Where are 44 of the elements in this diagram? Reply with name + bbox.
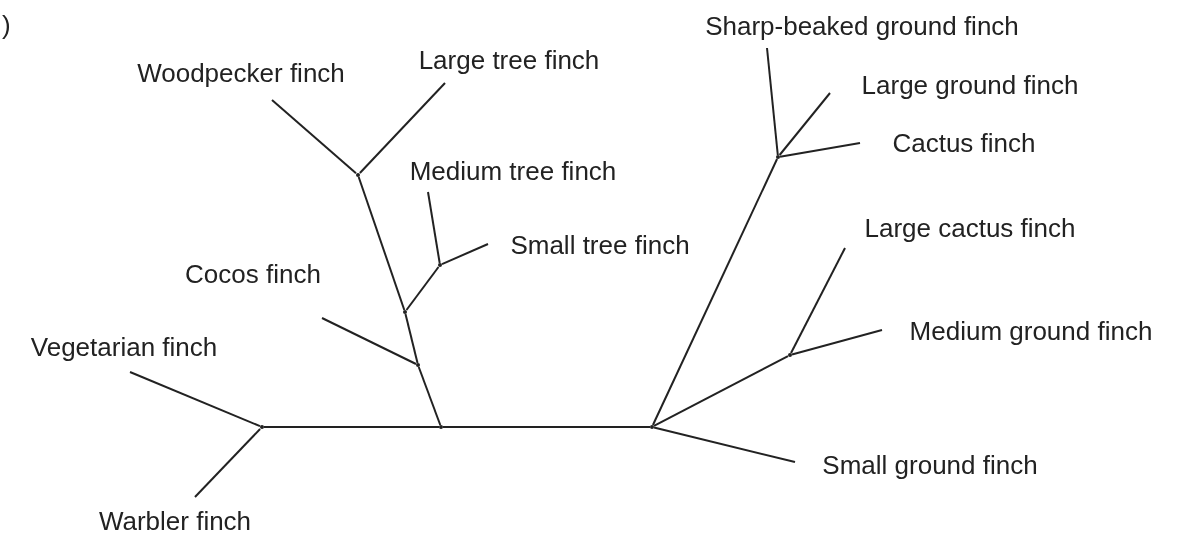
species-label: Large tree finch [402, 42, 616, 78]
panel-letter: ) [2, 10, 11, 41]
branch-point [438, 263, 442, 267]
branch-point [416, 363, 420, 367]
tree-branch [766, 47, 779, 156]
branch-point [356, 173, 360, 177]
species-label: Cocos finch [172, 256, 334, 292]
tree-branch [271, 99, 357, 175]
species-label: Small tree finch [493, 227, 707, 263]
branch-point [403, 310, 407, 314]
species-label: Vegetarian finch [14, 329, 234, 365]
tree-branch [790, 247, 846, 354]
species-label: Woodpecker finch [118, 55, 364, 91]
tree-branch [129, 371, 261, 428]
species-label: Small ground finch [801, 447, 1059, 483]
tree-branch [358, 82, 446, 174]
tree-branch [357, 176, 406, 311]
tree-branch [651, 158, 779, 426]
tree-branch [441, 243, 489, 266]
tree-branch [194, 428, 262, 498]
tree-branch [779, 142, 861, 158]
species-label: Large cactus finch [845, 210, 1095, 246]
tree-branch [405, 266, 440, 311]
species-label: Sharp-beaked ground finch [678, 8, 1046, 44]
tree-branch [653, 426, 796, 463]
branch-point [439, 425, 443, 429]
species-label: Warbler finch [83, 503, 267, 539]
tree-branch [791, 329, 883, 356]
branch-point [776, 155, 780, 159]
tree-branch [321, 317, 417, 365]
tree-branch [404, 313, 419, 364]
tree-branch [778, 92, 831, 156]
species-label: Medium ground finch [889, 313, 1173, 349]
branch-point [788, 353, 792, 357]
species-label: Cactus finch [878, 125, 1050, 161]
branch-point [650, 425, 654, 429]
tree-branch [442, 426, 651, 428]
tree-branch [263, 426, 440, 428]
branch-point [260, 425, 264, 429]
tree-branch [427, 191, 441, 264]
species-label: Medium tree finch [390, 153, 636, 189]
tree-branch [653, 355, 789, 427]
species-label: Large ground finch [842, 67, 1098, 103]
tree-branch [417, 366, 442, 426]
